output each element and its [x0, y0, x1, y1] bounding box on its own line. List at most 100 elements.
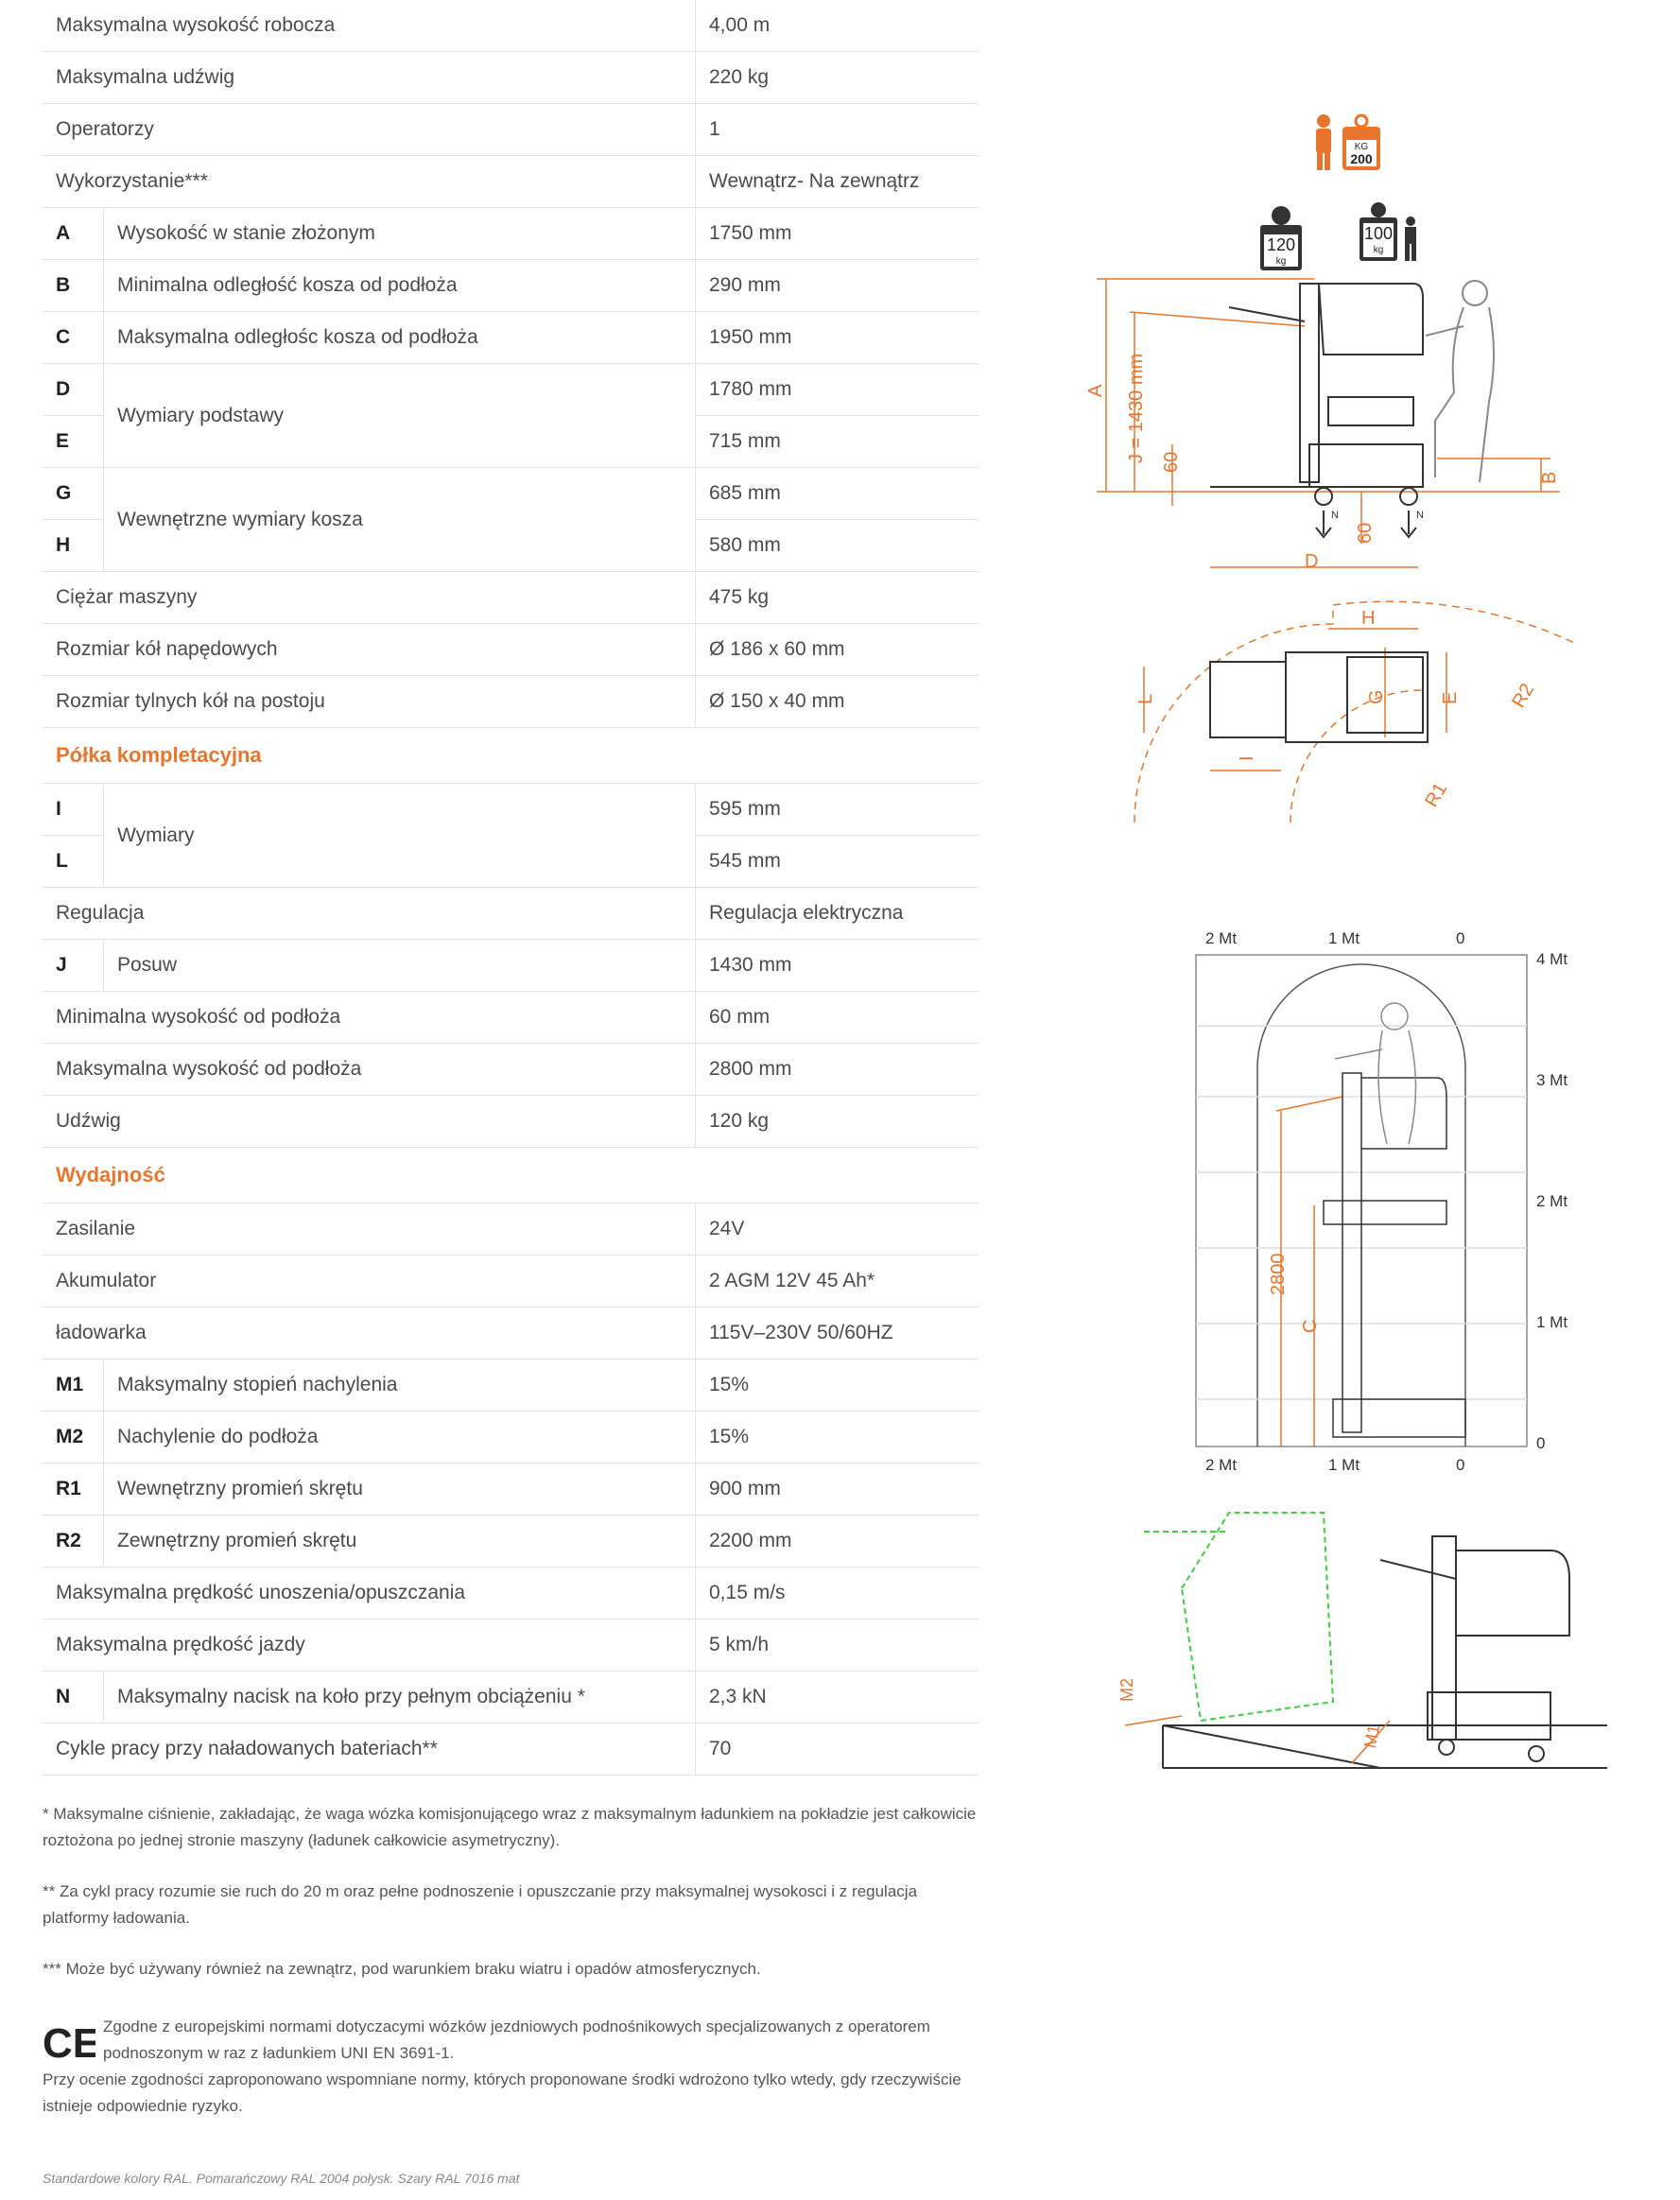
svg-text:1 Mt: 1 Mt	[1328, 929, 1360, 947]
svg-text:0: 0	[1536, 1434, 1545, 1452]
spec-label: Nachylenie do podłoża	[103, 1411, 696, 1464]
spec-value: 2 AGM 12V 45 Ah*	[695, 1255, 979, 1308]
svg-text:2 Mt: 2 Mt	[1536, 1192, 1567, 1210]
spec-label: Operatorzy	[43, 103, 696, 156]
spec-value: 24V	[695, 1203, 979, 1256]
svg-text:G: G	[1366, 689, 1387, 704]
footnote-2: ** Za cykl pracy rozumie sie ruch do 20 …	[43, 1882, 918, 1927]
dimension-letter: M2	[43, 1411, 104, 1464]
spec-label: Wymiary	[103, 783, 696, 888]
dimension-letter: R1	[43, 1463, 104, 1516]
spec-label: Rozmiar kół napędowych	[43, 623, 696, 676]
svg-text:100: 100	[1364, 224, 1393, 243]
spec-label: Wysokość w stanie złożonym	[103, 207, 696, 260]
spec-value: 220 kg	[695, 51, 979, 104]
spec-value: 1750 mm	[695, 207, 979, 260]
spec-row: Maksymalna prędkość unoszenia/opuszczani…	[43, 1567, 979, 1620]
svg-text:C: C	[1300, 1320, 1321, 1333]
top-view-drawing	[1134, 566, 1575, 823]
spec-label: Maksymalna prędkość jazdy	[43, 1619, 696, 1672]
dimension-letter: L	[43, 835, 104, 888]
spec-value: 70	[695, 1723, 979, 1776]
svg-text:J = 1430 mm: J = 1430 mm	[1126, 354, 1147, 463]
dimension-letter: N	[43, 1671, 104, 1724]
spec-label: Rozmiar tylnych kół na postoju	[43, 675, 696, 728]
spec-value: 685 mm	[695, 467, 979, 520]
spec-value: 4,00 m	[695, 0, 979, 52]
spec-value: 545 mm	[695, 835, 979, 888]
spec-label: Maksymalna prędkość unoszenia/opuszczani…	[43, 1567, 696, 1620]
svg-text:200: 200	[1350, 151, 1373, 166]
dimension-letter: D	[43, 363, 104, 416]
spec-value: 580 mm	[695, 519, 979, 572]
svg-text:kg: kg	[1374, 245, 1384, 255]
dimension-letter: B	[43, 259, 104, 312]
spec-value: 5 km/h	[695, 1619, 979, 1672]
slope-labels: M2 M1	[1117, 1678, 1383, 1750]
footnote-1: * Maksymalne ciśnienie, zakładając, że w…	[43, 1805, 977, 1849]
spec-value: 60 mm	[695, 991, 979, 1044]
spec-label: Maksymalna wysokość robocza	[43, 0, 696, 52]
spec-value: 1	[695, 103, 979, 156]
spec-value: 115V–230V 50/60HZ	[695, 1307, 979, 1360]
svg-text:60: 60	[1355, 523, 1376, 544]
footnotes: * Maksymalne ciśnienie, zakładając, że w…	[43, 1801, 983, 2007]
spec-value: 2,3 kN	[695, 1671, 979, 1724]
svg-text:B: B	[1539, 472, 1560, 484]
spec-label: Minimalna odległość kosza od podłoża	[103, 259, 696, 312]
side-view-labels: A J = 1430 mm 60 60 B N N	[1085, 354, 1560, 544]
svg-text:R2: R2	[1508, 680, 1538, 711]
dimension-letter: J	[43, 939, 104, 992]
dimension-letter: C	[43, 311, 104, 364]
spec-value: 900 mm	[695, 1463, 979, 1516]
svg-text:2 Mt: 2 Mt	[1205, 1456, 1237, 1474]
svg-text:R1: R1	[1421, 779, 1451, 810]
spec-value: Ø 150 x 40 mm	[695, 675, 979, 728]
dimension-letter: A	[43, 207, 104, 260]
svg-text:0: 0	[1456, 929, 1464, 947]
spec-label: Regulacja	[43, 887, 696, 940]
spec-value: Regulacja elektryczna	[695, 887, 979, 940]
ce-conformity: CE Zgodne z europejskimi normami dotycza…	[43, 2014, 983, 2120]
section-title: Wydajność	[43, 1147, 979, 1204]
spec-value: 290 mm	[695, 259, 979, 312]
dimension-letter: H	[43, 519, 104, 572]
spec-label: Minimalna wysokość od podłoża	[43, 991, 696, 1044]
svg-text:1 Mt: 1 Mt	[1536, 1313, 1567, 1331]
weight-100-operator-icon: 100 kg	[1360, 202, 1416, 261]
spec-label: Maksymalny stopień nachylenia	[103, 1359, 696, 1412]
spec-label: Ciężar maszyny	[43, 571, 696, 624]
dimension-letter: I	[43, 783, 104, 836]
dimension-letter: M1	[43, 1359, 104, 1412]
svg-text:60: 60	[1161, 452, 1182, 473]
spec-label: Posuw	[103, 939, 696, 992]
spec-value: 1780 mm	[695, 363, 979, 416]
svg-text:120: 120	[1267, 235, 1295, 254]
spec-label: Akumulator	[43, 1255, 696, 1308]
svg-text:CE: CE	[43, 2020, 95, 2065]
ce-text-2: Przy ocenie zgodności zaproponowano wspo…	[43, 2070, 961, 2115]
spec-label: Wewnętrzne wymiary kosza	[103, 467, 696, 572]
spec-label: Maksymalna udźwig	[43, 51, 696, 104]
section-header: Półka kompletacyjna	[43, 727, 979, 784]
svg-text:0: 0	[1456, 1456, 1464, 1474]
footer-note: Standardowe kolory RAL. Pomarańczowy RAL…	[43, 2171, 520, 2186]
dimension-letter: G	[43, 467, 104, 520]
